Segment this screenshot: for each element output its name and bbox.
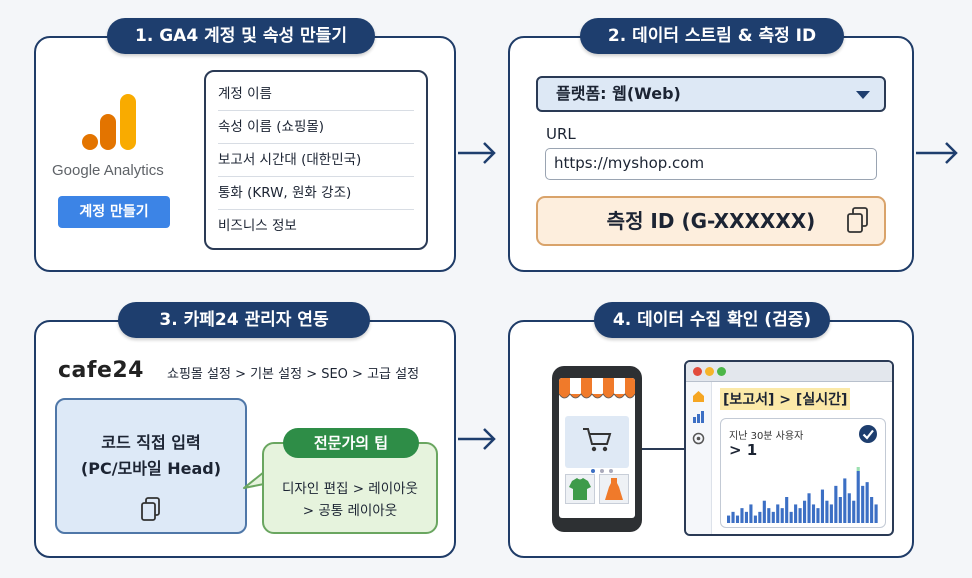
product-tile[interactable]: [599, 474, 629, 504]
realtime-bar-chart: [727, 467, 878, 523]
realtime-bar: [865, 482, 869, 523]
realtime-bar: [807, 493, 811, 523]
url-label: URL: [546, 125, 576, 143]
tshirt-icon: [569, 478, 591, 500]
realtime-bar: [843, 478, 847, 523]
reports-icon[interactable]: [692, 411, 705, 423]
realtime-bar: [847, 493, 851, 523]
measurement-id-box[interactable]: 측정 ID (G-XXXXXX): [536, 196, 886, 246]
realtime-bar: [789, 511, 793, 523]
explore-icon[interactable]: [692, 432, 705, 445]
shopping-cart-icon[interactable]: [581, 426, 613, 454]
step4-title: 4. 데이터 수집 확인 (검증): [594, 302, 830, 338]
google-analytics-brand: Google Analytics: [52, 162, 164, 179]
arrow-right-icon: [916, 142, 958, 164]
cafe24-logo: cafe24: [58, 358, 144, 383]
google-analytics-logo-icon: [82, 94, 136, 150]
expert-tip-bubble: 디자인 편집 > 레이아웃 > 공통 레이아웃: [262, 442, 438, 534]
chevron-down-icon: [856, 91, 870, 99]
realtime-bar: [776, 504, 780, 523]
realtime-bar: [740, 508, 744, 523]
home-icon[interactable]: [692, 390, 705, 402]
realtime-bar: [798, 508, 802, 523]
report-path: [보고서] > [실시간]: [720, 388, 851, 410]
arrow-right-icon: [458, 142, 496, 164]
field-property-name[interactable]: 속성 이름 (쇼핑몰): [218, 111, 414, 144]
realtime-bar: [758, 511, 762, 523]
realtime-bar: [771, 511, 775, 523]
field-account-name[interactable]: 계정 이름: [218, 78, 414, 111]
realtime-bar: [861, 485, 865, 523]
realtime-bar-highlight: [856, 467, 860, 471]
realtime-bar: [838, 497, 842, 523]
realtime-bar: [856, 471, 860, 523]
realtime-bar: [816, 508, 820, 523]
realtime-bar: [852, 500, 856, 523]
field-business-info[interactable]: 비즈니스 정보: [218, 218, 297, 234]
step3-title: 3. 카페24 관리자 연동: [118, 302, 370, 338]
field-report-timezone[interactable]: 보고서 시간대 (대한민국): [218, 144, 414, 177]
shop-awning-icon: [559, 378, 635, 399]
arrow-right-icon: [458, 428, 496, 450]
realtime-bar: [794, 504, 798, 523]
admin-breadcrumb: 쇼핑몰 설정 > 기본 설정 > SEO > 고급 설정: [167, 367, 420, 382]
product-tile[interactable]: [565, 474, 595, 504]
maximize-dot[interactable]: [717, 367, 726, 376]
realtime-bar: [870, 497, 874, 523]
smartphone: [552, 366, 642, 532]
realtime-bar: [780, 508, 784, 523]
expert-tip-title: 전문가의 팁: [283, 428, 419, 458]
phone-screen: [559, 378, 635, 518]
realtime-bar: [829, 504, 833, 523]
realtime-bar: [785, 497, 789, 523]
users-label: 지난 30분 사용자: [729, 431, 804, 442]
realtime-bar: [735, 515, 740, 523]
close-dot[interactable]: [693, 367, 702, 376]
realtime-bar: [803, 500, 807, 523]
realtime-bar: [762, 500, 766, 523]
realtime-bar: [749, 504, 753, 523]
browser-titlebar: [686, 362, 892, 382]
measurement-id-text: 측정 ID (G-XXXXXX): [606, 209, 816, 233]
report-sidebar: [686, 382, 712, 534]
realtime-bar: [731, 511, 735, 523]
code-title-line1: 코드 직접 입력: [101, 433, 201, 452]
copy-icon[interactable]: [140, 496, 162, 522]
platform-select[interactable]: 플랫폼: 웹(Web): [536, 76, 886, 112]
tip-line1: 디자인 편집 > 레이아웃: [282, 481, 418, 497]
copy-icon[interactable]: [846, 206, 870, 234]
realtime-bar: [834, 485, 838, 523]
code-input-box[interactable]: 코드 직접 입력 (PC/모바일 Head): [55, 398, 247, 534]
platform-select-value: 플랫폼: 웹(Web): [556, 84, 681, 103]
realtime-bar: [744, 511, 749, 523]
url-input[interactable]: https://myshop.com: [545, 148, 877, 180]
tip-line2: > 공통 레이아웃: [302, 503, 398, 519]
dress-icon: [605, 478, 623, 500]
realtime-bar: [820, 489, 825, 523]
carousel-dots: [591, 458, 614, 477]
account-fields-list: 계정 이름 속성 이름 (쇼핑몰) 보고서 시간대 (대한민국) 통화 (KRW…: [204, 70, 428, 250]
realtime-bar: [874, 504, 878, 523]
connector-line: [642, 448, 684, 450]
analytics-report-window: [보고서] > [실시간] 지난 30분 사용자 > 1: [684, 360, 894, 536]
field-currency[interactable]: 통화 (KRW, 원화 강조): [218, 177, 414, 210]
create-account-button[interactable]: 계정 만들기: [58, 196, 170, 228]
check-circle-icon: [859, 425, 877, 443]
realtime-users-card: 지난 30분 사용자 > 1: [720, 418, 886, 528]
step1-title: 1. GA4 계정 및 속성 만들기: [107, 18, 375, 54]
realtime-bar: [753, 515, 757, 523]
users-value: > 1: [729, 441, 758, 459]
realtime-bar: [811, 504, 816, 523]
minimize-dot[interactable]: [705, 367, 714, 376]
realtime-bar: [767, 508, 771, 523]
realtime-bar: [727, 515, 731, 523]
product-panel: [565, 416, 629, 473]
code-title-line2: (PC/모바일 Head): [80, 459, 222, 478]
step2-title: 2. 데이터 스트림 & 측정 ID: [580, 18, 844, 54]
realtime-bar: [825, 500, 829, 523]
